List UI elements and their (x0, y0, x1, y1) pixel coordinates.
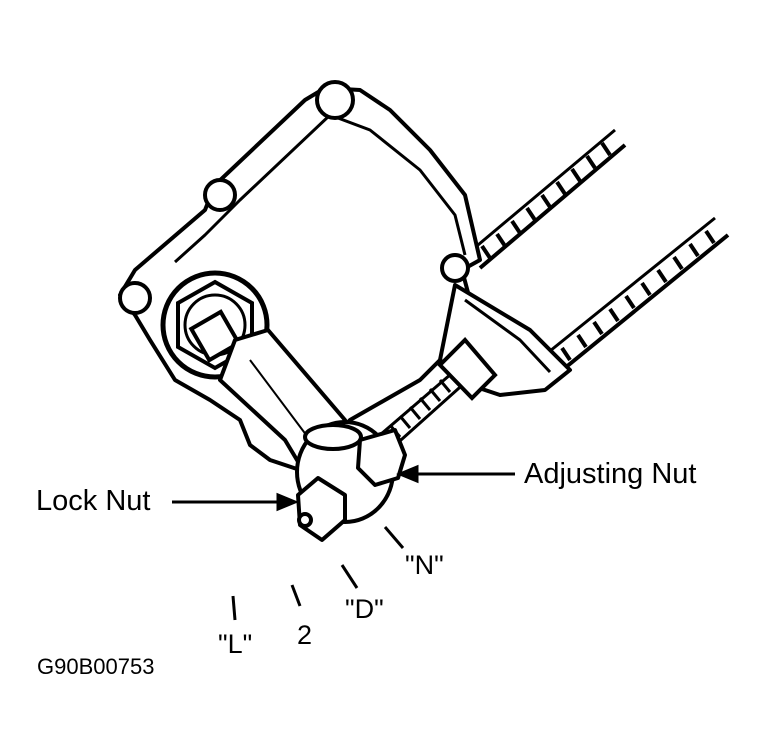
figure-code: G90B00753 (37, 654, 155, 679)
position-n-label: "N" (405, 550, 444, 580)
adjusting-nut-label: Adjusting Nut (524, 458, 697, 490)
position-ticks (231, 526, 405, 621)
position-d-label: "D" (345, 594, 384, 624)
cable-lower (544, 216, 730, 374)
callout-arrows (172, 464, 515, 512)
rod-end-assembly (295, 420, 407, 542)
adjusting-rod (377, 337, 498, 451)
lock-nut-label: Lock Nut (36, 485, 151, 517)
position-l-label: "L" (218, 629, 253, 659)
cable-upper (471, 128, 627, 270)
position-2-label: 2 (297, 620, 313, 650)
